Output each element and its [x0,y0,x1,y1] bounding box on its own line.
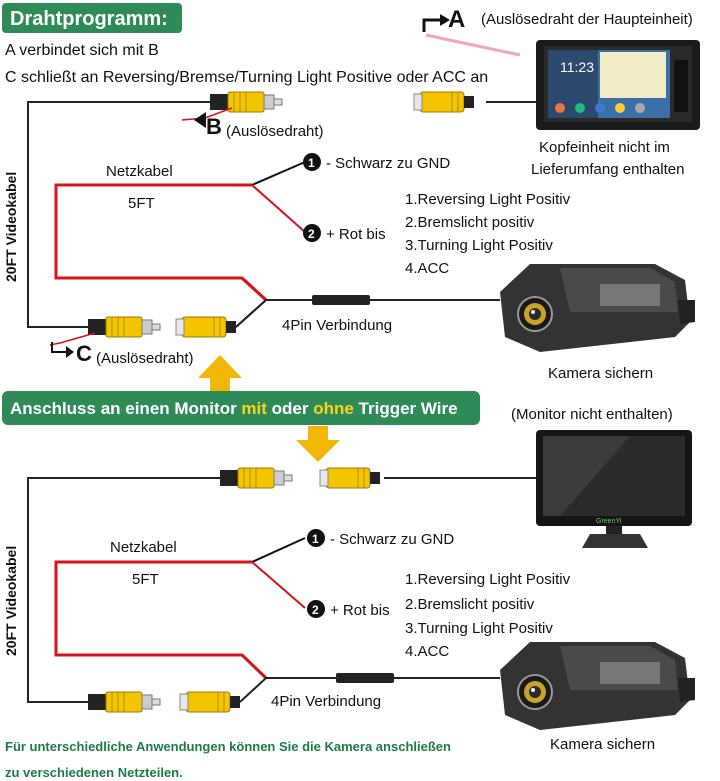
head-unit-clock: 11:23 [560,59,594,75]
pin-connector-bottom [336,673,394,683]
option-2-top: 2.Bremslicht positiv [405,214,535,231]
header-line-2: C schließt an Reversing/Bremse/Turning L… [5,69,488,86]
pin-connector-top [312,295,370,305]
label-c: C [76,341,92,366]
video-cable-bottom [27,477,220,703]
rca-plug-bottom-top [219,467,293,489]
power-cable-label-top: Netzkabel [106,163,173,180]
red-wire-num-icon-bottom [307,600,325,618]
footer-line-1: Für unterschiedliche Anwendungen können … [5,739,451,754]
head-unit-caption-1: Kopfeinheit nicht im [539,139,670,156]
camera-bottom [499,641,696,731]
option-3-top: 3.Turning Light Positiv [405,237,553,254]
label-c-desc: (Auslösedraht) [96,350,194,367]
arrow-c-icon [51,342,66,353]
head-unit-caption-2: Lieferumfang enthalten [531,161,684,178]
camera-caption-bottom: Kamera sichern [550,736,655,753]
head-unit-rca-jack [413,91,475,113]
red-wire-num-icon [303,224,321,242]
arrow-a-icon [422,18,440,32]
label-b-desc: (Auslösedraht) [226,123,324,140]
option-1-bottom: 1.Reversing Light Positiv [405,571,571,588]
power-cable-red-top [54,183,268,302]
monitor-brand: GreenYi [596,518,622,525]
option-2-bottom: 2.Bremslicht positiv [405,596,535,613]
video-cable-top [27,101,210,328]
diagram-title: Drahtprogramm: [10,8,168,30]
monitor-rca-jack [319,467,381,489]
arrow-b-icon [194,112,206,128]
power-cable-label-bottom: Netzkabel [110,539,177,556]
monitor [536,430,692,548]
rca-jack-bottom [179,691,241,713]
black-wire-num-icon-bottom [307,529,325,547]
red-wire-text-top: + Rot bis [326,226,386,243]
pink-trigger-wire [425,33,521,57]
title-badge [2,3,182,33]
camera-top [499,263,696,353]
rca-jack-top [175,316,237,338]
up-arrow-icon [198,355,242,392]
black-wire-text-bottom: - Schwarz zu GND [330,531,454,548]
option-1-top: 1.Reversing Light Positiv [405,191,571,208]
length-label-top: 5FT [128,195,155,212]
rca-plug-bottom [87,691,161,713]
label-b: B [206,114,222,139]
monitor-caption: (Monitor nicht enthalten) [511,406,673,423]
header-line-1: A verbindet sich mit B [5,42,159,59]
pin-label-top: 4Pin Verbindung [282,317,392,334]
option-3-bottom: 3.Turning Light Positiv [405,620,553,637]
black-wire-text-top: - Schwarz zu GND [326,155,450,172]
down-arrow-icon [296,426,340,462]
mode-banner [2,391,480,425]
black-wire-num-icon [303,153,321,171]
svg-text:1: 1 [308,156,315,170]
svg-text:2: 2 [312,603,319,617]
option-4-bottom: 4.ACC [405,643,449,660]
video-cable-label-bottom: 20FT Videokabel [3,546,19,656]
length-label-bottom: 5FT [132,571,159,588]
power-cable-red-bottom [54,560,268,680]
camera-caption-top: Kamera sichern [548,365,653,382]
label-a: A [448,6,465,33]
red-wire-text-bottom: + Rot bis [330,602,390,619]
footer-line-2: zu verschiedenen Netzteilen. [5,765,183,780]
svg-text:1: 1 [312,532,319,546]
pin-label-bottom: 4Pin Verbindung [271,693,381,710]
svg-text:2: 2 [308,227,315,241]
rca-plug-c [87,316,161,338]
video-cable-label-top: 20FT Videokabel [3,172,19,282]
head-unit [536,40,700,130]
option-4-top: 4.ACC [405,260,449,277]
banner-text: Anschluss an einen Monitor mit oder ohne… [10,399,458,418]
rca-plug-b [209,91,283,113]
label-a-desc: (Auslösedraht der Haupteinheit) [481,11,693,28]
